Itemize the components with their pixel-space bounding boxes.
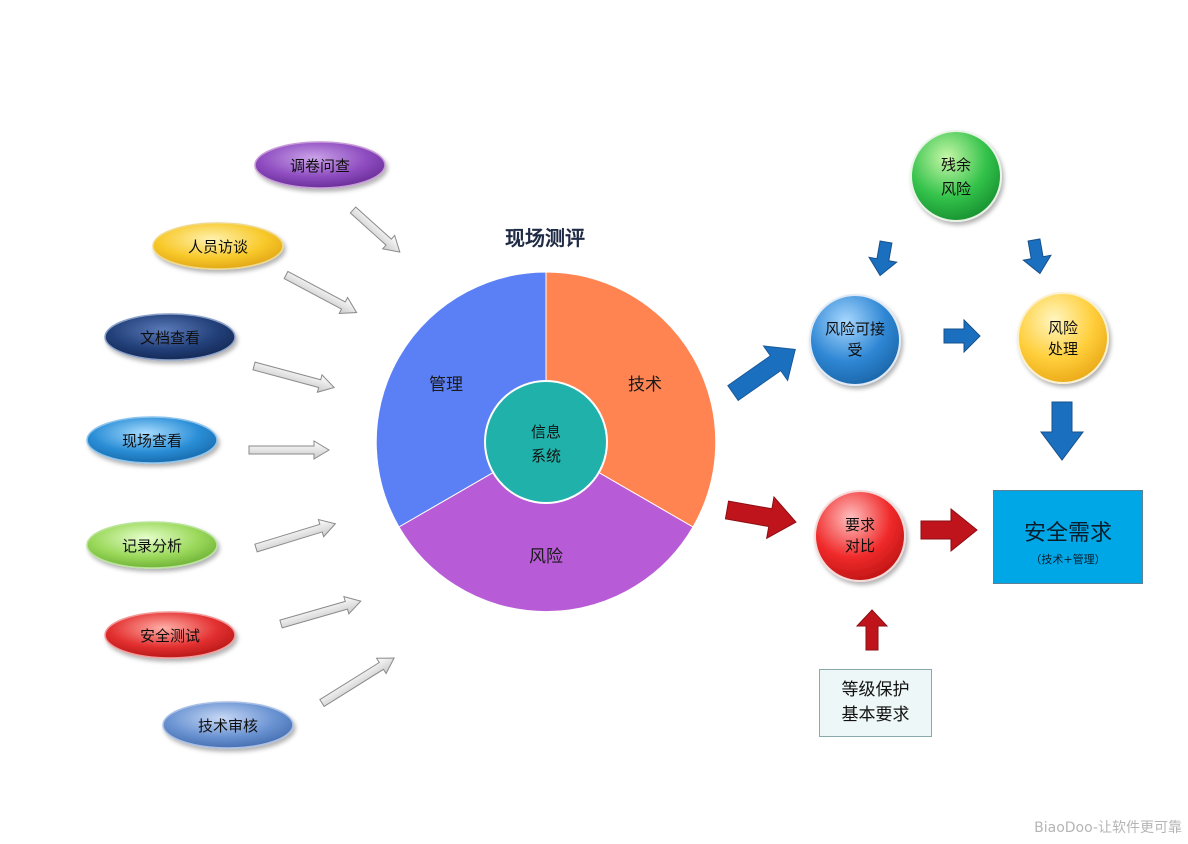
handling-line1: 风险: [1048, 319, 1078, 337]
gray-arrow-1: [349, 206, 401, 253]
method-ellipse-survey[interactable]: 调卷问查: [254, 141, 386, 189]
blue-arrow-right: [943, 318, 981, 354]
compare-line2: 对比: [845, 537, 875, 555]
method-label-security-test: 安全测试: [140, 627, 200, 645]
method-ellipse-technical-audit[interactable]: 技术审核: [162, 701, 294, 749]
security-requirement-box[interactable]: 安全需求 （技术+管理）: [993, 490, 1143, 584]
security-requirement-title: 安全需求: [1023, 521, 1112, 546]
method-ellipse-interview[interactable]: 人员访谈: [152, 222, 284, 270]
red-arrow-up-from-basic: [855, 609, 889, 651]
security-requirement-subtitle: （技术+管理）: [1030, 553, 1106, 566]
method-ellipse-document-review[interactable]: 文档查看: [104, 313, 236, 361]
gray-arrow-3: [252, 361, 336, 394]
node-risk-handling[interactable]: 风险 处理: [1017, 292, 1109, 384]
residual-line1: 残余: [941, 156, 971, 174]
method-ellipse-site-inspection[interactable]: 现场查看: [86, 416, 218, 464]
basic-requirement-line1: 等级保护: [841, 680, 910, 700]
acceptable-line1: 风险可接: [825, 320, 885, 338]
center-label-line1: 信息: [531, 423, 561, 441]
method-label-record-analysis: 记录分析: [122, 537, 182, 555]
assessment-pie: 管理 技术 风险 信息 系统: [375, 271, 717, 613]
gray-arrow-6: [279, 595, 362, 629]
gray-arrow-7: [319, 657, 395, 708]
node-risk-acceptable[interactable]: 风险可接 受: [809, 294, 901, 386]
blue-arrow-pie-to-acceptable: [727, 345, 796, 402]
blue-arrow-down-right: [1022, 238, 1052, 275]
handling-line2: 处理: [1048, 340, 1078, 358]
method-label-interview: 人员访谈: [188, 238, 248, 256]
pie-label-technology: 技术: [628, 375, 662, 395]
pie-label-risk: 风险: [529, 547, 563, 567]
watermark: BiaoDoo-让软件更可靠: [1034, 820, 1182, 836]
node-requirement-compare[interactable]: 要求 对比: [814, 490, 906, 582]
basic-requirement-line2: 基本要求: [841, 705, 910, 725]
gray-arrow-4: [248, 440, 330, 460]
gray-arrow-2: [283, 270, 358, 315]
center-label-line2: 系统: [531, 447, 561, 465]
blue-arrow-down-to-requirement: [1040, 401, 1084, 461]
blue-arrow-down-left: [868, 240, 898, 277]
residual-line2: 风险: [941, 180, 971, 198]
node-residual-risk[interactable]: 残余 风险: [910, 130, 1002, 222]
method-label-technical-audit: 技术审核: [198, 717, 258, 735]
pie-sector-risk[interactable]: [398, 441, 694, 613]
compare-line1: 要求: [845, 516, 875, 534]
method-label-site-inspection: 现场查看: [122, 432, 182, 450]
acceptable-line2: 受: [847, 341, 862, 359]
basic-requirement-box[interactable]: 等级保护 基本要求: [819, 669, 932, 737]
method-ellipse-security-test[interactable]: 安全测试: [104, 611, 236, 659]
red-arrow-pie-to-compare: [724, 495, 797, 540]
red-arrow-to-requirement: [920, 507, 978, 553]
gray-arrow-5: [254, 518, 337, 553]
method-label-survey: 调卷问查: [290, 157, 350, 175]
diagram-title: 现场测评: [505, 226, 585, 250]
method-label-document-review: 文档查看: [140, 329, 200, 347]
pie-label-management: 管理: [429, 375, 463, 395]
method-ellipse-record-analysis[interactable]: 记录分析: [86, 521, 218, 569]
information-system-circle[interactable]: [484, 380, 608, 504]
